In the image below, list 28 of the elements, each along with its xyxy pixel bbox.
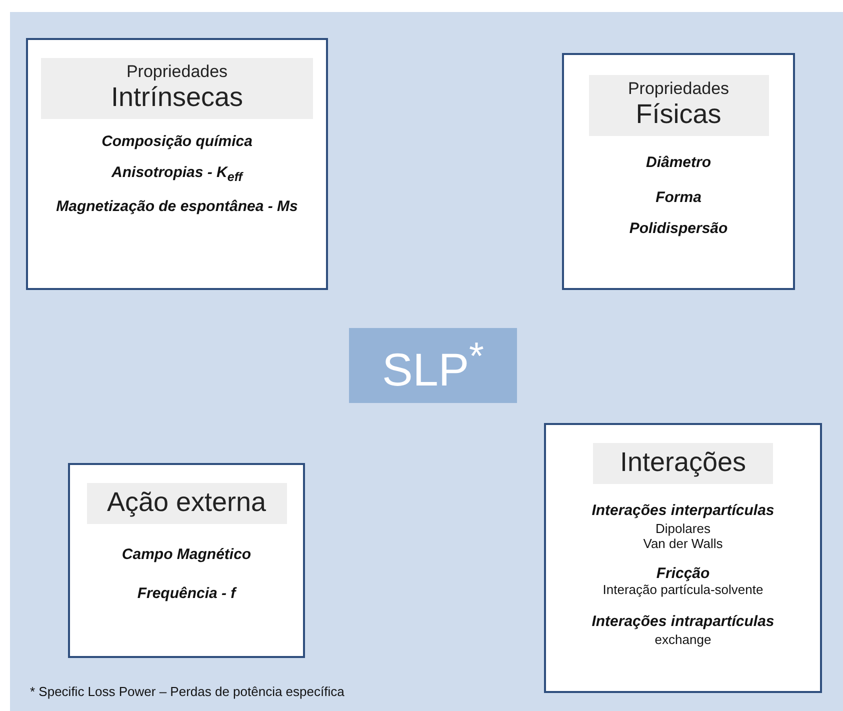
property-card	[562, 53, 795, 290]
detail-text: Van der Walls	[642, 536, 724, 551]
property-label: Fricção	[655, 565, 711, 582]
footnote-text: * Specific Loss Power – Perdas de potência específica	[30, 684, 344, 699]
property-label: Anisotropias - K$_{eff}$	[110, 164, 244, 184]
property-label: Frequência - f	[136, 585, 238, 602]
property-label: Interações intrapartículas	[590, 613, 776, 630]
central-label-box	[349, 328, 517, 403]
property-label: Magnetização de espontânea - Ms	[55, 198, 299, 215]
factor-card	[544, 423, 822, 693]
acronym-text: SLP$^{*}$	[382, 334, 484, 396]
property-label: Diâmetro	[644, 154, 712, 171]
detail-text: Interação partícula-solvente	[602, 582, 764, 597]
factor-card	[68, 463, 305, 658]
heading-text: Interações	[618, 447, 748, 478]
detail-text: exchange	[654, 632, 712, 647]
heading-text: Propriedades	[626, 79, 730, 99]
heading-text: Físicas	[634, 99, 722, 130]
detail-text: Dipolares	[654, 521, 712, 536]
heading-text: Intrínsecas	[110, 82, 244, 113]
property-card	[26, 38, 328, 290]
property-label: Interações interpartículas	[590, 502, 776, 519]
heading-text: Propriedades	[125, 62, 229, 82]
property-label: Polidispersão	[628, 220, 729, 237]
property-label: Composição química	[100, 133, 254, 150]
property-label: Campo Magnético	[120, 546, 252, 563]
property-label: Forma	[654, 189, 702, 206]
heading-text: Ação externa	[106, 487, 268, 518]
